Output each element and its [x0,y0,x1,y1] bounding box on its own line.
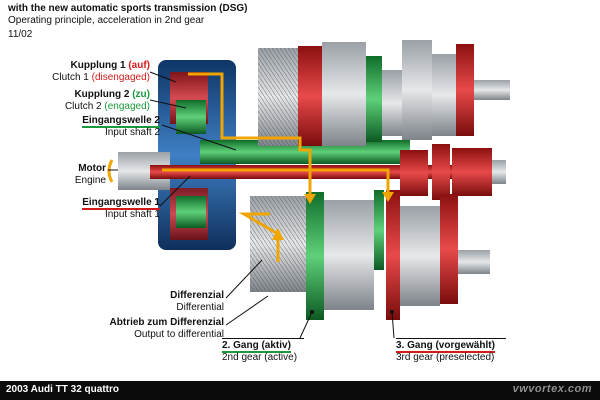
upper-gear-a-teeth [258,48,298,146]
dot-gear3 [390,310,394,314]
label-clutch2-state-en: (engaged) [104,101,150,112]
upper-gear-b [298,46,322,146]
label-clutch1-state-en: (disengaged) [91,72,150,83]
power-flow-arrow-down [304,194,316,204]
lower-gear-3rd [386,190,400,320]
right-shaft-end [492,160,506,184]
leader-differential [225,259,263,299]
upper-gear-h [456,44,474,136]
label-engine: Motor Engine [30,163,106,187]
label-output-german: Abtrieb zum Differenzial [109,317,224,328]
lower-gear-b [324,200,374,310]
upper-gear-d [366,56,382,142]
footer-caption: 2003 Audi TT 32 quattro [6,384,119,395]
label-differential-german: Differenzial [170,290,224,301]
label-gear2-german: 2. Gang (aktiv) [222,340,291,353]
label-clutch2: Kupplung 2 (zu) Clutch 2 (engaged) [30,89,150,113]
dot-gear2 [310,310,314,314]
label-input-shaft2-german: Eingangswelle 2 [82,115,160,128]
upper-shaft-end [474,80,510,100]
diagram-title: with the new automatic sports transmissi… [8,3,248,14]
label-clutch1: Kupplung 1 (auf) Clutch 1 (disengaged) [30,60,150,84]
diagram-subtitle: Operating principle, acceleration in 2nd… [8,15,205,26]
label-engine-german: Motor [78,163,106,174]
footer-bar: 2003 Audi TT 32 quattro vwvortex.com [0,381,600,400]
label-input-shaft2: Eingangswelle 2 Input shaft 2 [30,115,160,139]
upper-gear-c [322,42,366,146]
leader-output [225,295,269,326]
label-gear3-german: 3. Gang (vorgewählt) [396,340,495,353]
leader-gear2 [299,311,313,339]
lower-gear-d [400,206,440,306]
page-code: 11/02 [8,29,33,40]
leader-gear3 [391,311,395,339]
label-input-shaft2-english: Input shaft 2 [104,127,160,138]
power-flow-arrow-3rd [382,192,394,202]
lower-clutch2-plates [176,196,206,228]
label-gear3-english: 3rd gear (preselected) [396,352,495,363]
label-gear2: 2. Gang (aktiv) 2nd gear (active) [222,338,304,364]
label-differential-english: Differential [176,302,224,313]
power-flow-clutch2 [188,72,312,196]
label-clutch2-english: Clutch 2 [64,101,102,112]
right-gear-b [432,144,450,200]
transmission-illustration [107,40,510,339]
label-input-shaft1-english: Input shaft 1 [104,209,160,220]
label-input-shaft1-german: Eingangswelle 1 [82,197,160,210]
lower-gear-c [374,190,384,270]
label-gear3: 3. Gang (vorgewählt) 3rd gear (preselect… [396,338,506,364]
clutch2-plates [176,100,206,134]
label-clutch2-state-de: (zu) [132,89,150,100]
leader-clutch2 [149,99,187,109]
label-output-english: Output to differential [134,329,224,340]
leader-input-shaft1 [159,175,191,207]
right-gear-a [400,150,428,196]
power-flow-line [162,168,390,192]
lower-gear-2nd [306,192,324,320]
power-flow-arrow-up [272,228,284,240]
label-clutch1-german: Kupplung 1 [70,60,126,71]
power-flow-differential [238,212,280,262]
upper-gear-g [432,54,456,136]
upper-gear-e [382,70,402,136]
lower-gear-e [440,194,458,304]
engine-rotation-arrow [107,159,114,183]
label-input-shaft1: Eingangswelle 1 Input shaft 1 [30,197,160,221]
leader-clutch1 [149,71,177,83]
right-gear-c [452,148,492,196]
label-clutch1-english: Clutch 1 [52,72,89,83]
upper-gear-f [402,40,432,140]
label-gear2-english: 2nd gear (active) [222,352,298,363]
label-engine-english: Engine [74,175,106,186]
label-clutch2-german: Kupplung 2 [74,89,130,100]
watermark-logo: vwvortex.com [512,383,592,395]
label-clutch1-state-de: (auf) [128,60,150,71]
label-differential: Differenzial Differential [100,290,224,314]
leader-input-shaft2 [161,124,237,151]
lower-shaft-end [458,250,490,274]
label-output: Abtrieb zum Differenzial Output to diffe… [60,317,224,341]
